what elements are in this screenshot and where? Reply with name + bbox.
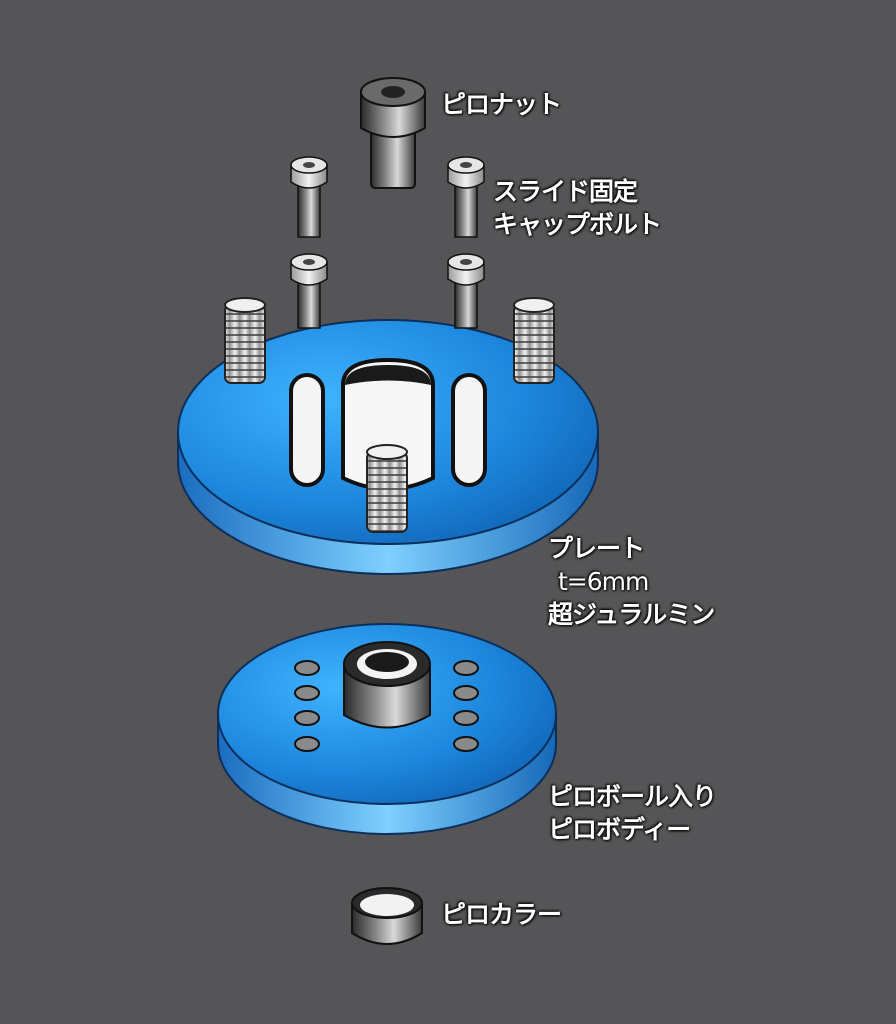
- pillow-nut-label: ピロナット: [441, 90, 562, 119]
- pillow-body-label-line2: ピロボディー: [548, 815, 691, 844]
- pillow-collar-part: [351, 887, 423, 945]
- plate-label: プレート t=6mm 超ジュラルミン: [548, 532, 715, 631]
- cap-bolt-label: スライド固定 キャップボルト: [493, 175, 662, 241]
- cap-bolt-label-line2: キャップボルト: [493, 210, 662, 239]
- stud-center: [366, 444, 408, 533]
- pillow-nut-part: [360, 77, 426, 189]
- pillow-body-part: [217, 623, 557, 835]
- pillow-body-label-line1: ピロボール入り: [548, 782, 717, 811]
- cap-bolt-lower-left: [290, 253, 328, 329]
- cap-bolt-upper-right: [447, 156, 485, 238]
- stud-left: [224, 297, 266, 384]
- cap-bolt-upper-left: [290, 156, 328, 238]
- cap-bolt-label-line1: スライド固定: [493, 177, 638, 206]
- plate-label-line3: 超ジュラルミン: [548, 600, 715, 629]
- plate-label-line1: プレート: [548, 534, 645, 563]
- top-plate-part: [177, 319, 599, 575]
- pillow-body-label: ピロボール入り ピロボディー: [548, 780, 717, 846]
- cap-bolt-lower-right: [447, 253, 485, 329]
- pillow-collar-label: ピロカラー: [441, 900, 562, 929]
- stud-right: [513, 297, 555, 384]
- plate-label-line2: t=6mm: [558, 567, 649, 596]
